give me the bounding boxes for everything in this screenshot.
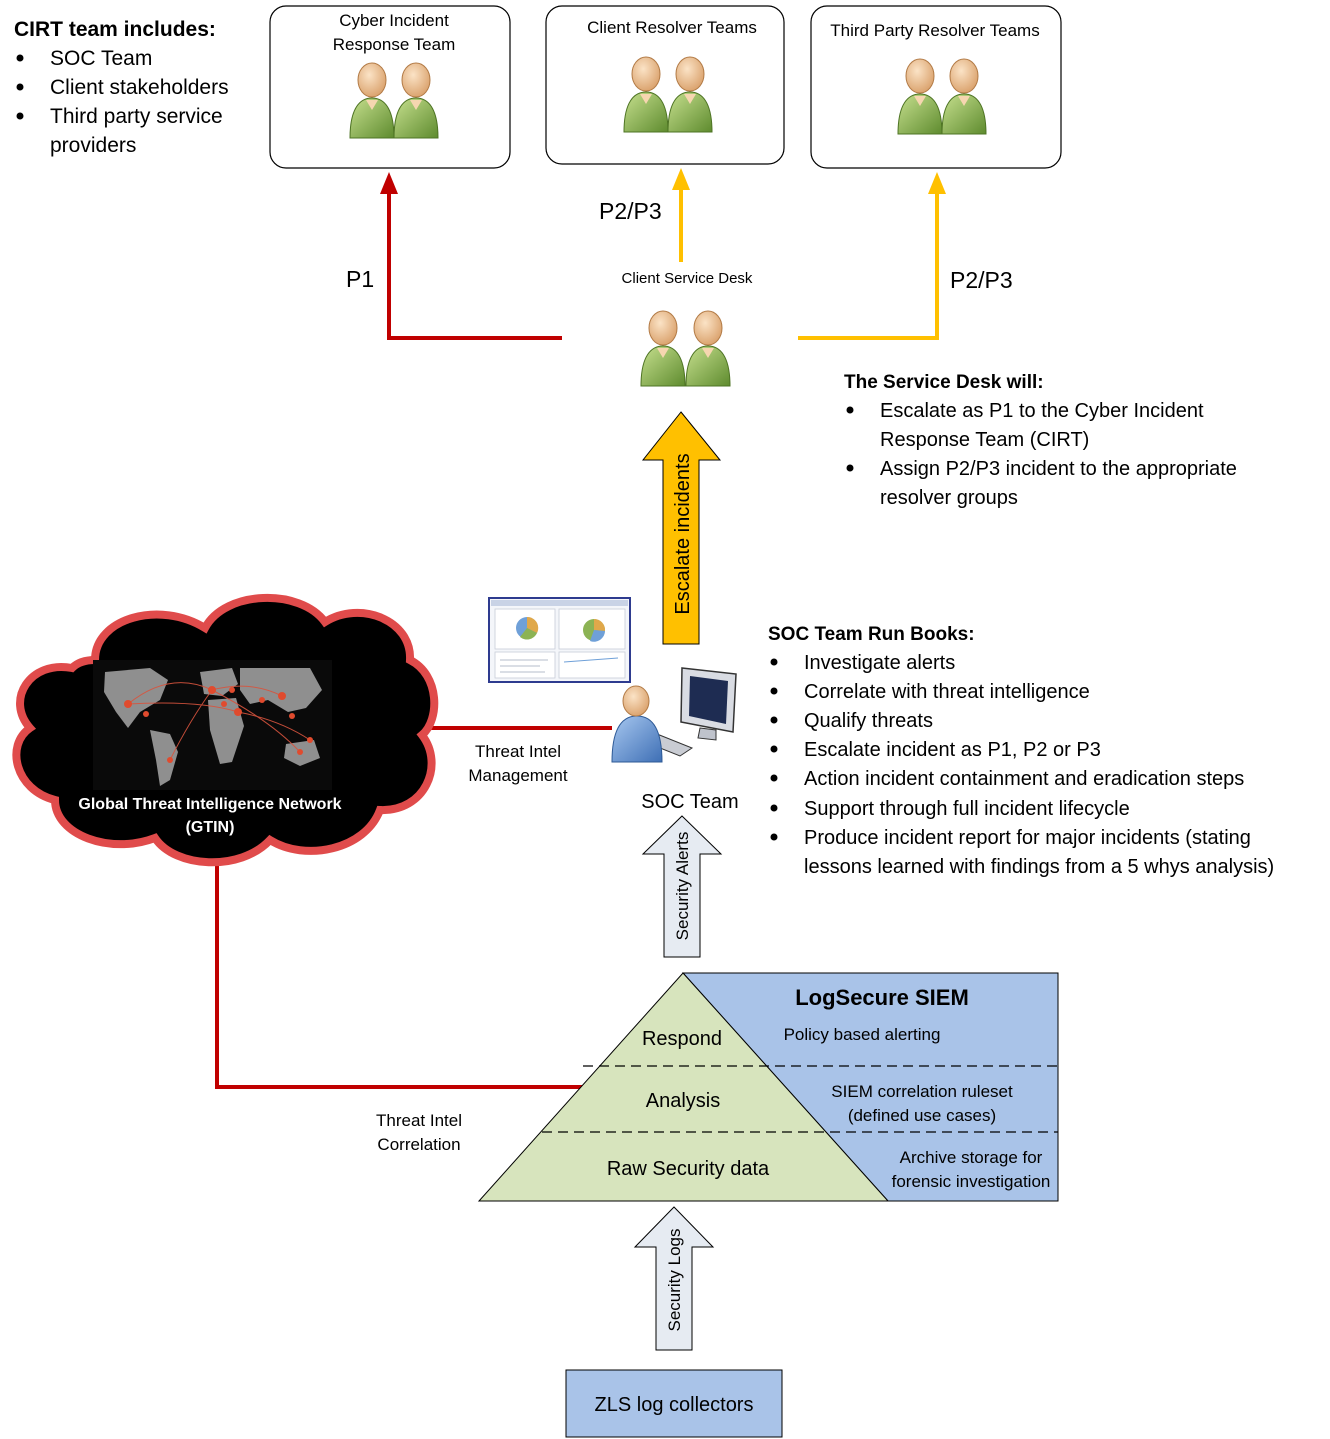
bullet-icon (770, 804, 778, 812)
gtin-title-line1: Global Threat Intelligence Network (78, 796, 341, 813)
zls-log-collectors-box: ZLS log collectors (565, 1369, 783, 1438)
runbook-item: Investigate alerts (804, 652, 955, 674)
bullet-icon (770, 716, 778, 724)
siem-title: LogSecure SIEM (795, 985, 969, 1010)
soc-dashboard-thumbnail (488, 597, 631, 683)
escalate-incidents-label: Escalate incidents (672, 453, 694, 614)
analysis-description-line1: SIEM correlation ruleset (831, 1082, 1013, 1101)
threat-links (127, 682, 311, 761)
p2p3-client-line: P2/P3 (599, 168, 690, 262)
bullet-icon (16, 83, 24, 91)
raw-description-line2: forensic investigation (892, 1172, 1051, 1191)
service-desk-line: Escalate as P1 to the Cyber Incident (880, 400, 1204, 422)
p2p3-third-party-line: P2/P3 (798, 172, 1013, 340)
escalate-incidents-arrow: Escalate incidents (641, 411, 722, 645)
bullet-icon (770, 687, 778, 695)
threat-intel-correlation-line: Threat Intel Correlation (215, 855, 583, 1154)
threat-intel-management-label1: Threat Intel (475, 742, 561, 761)
layer-respond: Respond (642, 1028, 722, 1050)
service-desk-line: Assign P2/P3 incident to the appropriate (880, 458, 1237, 480)
gtin-title-line2: (GTIN) (186, 819, 235, 836)
service-desk-line: Response Team (CIRT) (880, 429, 1089, 451)
p2p3-right-label: P2/P3 (950, 267, 1013, 293)
service-desk-line: resolver groups (880, 487, 1018, 509)
p1-escalation-line: P1 (346, 172, 562, 340)
runbook-item: Support through full incident lifecycle (804, 798, 1130, 820)
runbook-item: lessons learned with findings from a 5 w… (804, 856, 1274, 878)
security-logs-label: Security Logs (665, 1229, 684, 1332)
runbook-item: Action incident containment and eradicat… (804, 768, 1244, 790)
cirt-item-soc-team: SOC Team (50, 47, 152, 70)
raw-description-line1: Archive storage for (900, 1148, 1043, 1167)
bullet-icon (846, 464, 854, 472)
soc-runbooks-heading: SOC Team Run Books: (768, 624, 975, 645)
runbook-item: Escalate incident as P1, P2 or P3 (804, 739, 1101, 761)
layer-analysis: Analysis (646, 1090, 720, 1112)
cirt-box: Cyber Incident Response Team (269, 5, 511, 169)
threat-intel-correlation-label2: Correlation (377, 1135, 460, 1154)
runbook-item: Qualify threats (804, 710, 933, 732)
client-service-desk: Client Service Desk (622, 270, 753, 387)
third-party-resolver-box: Third Party Resolver Teams (810, 5, 1062, 169)
respond-description: Policy based alerting (784, 1025, 941, 1044)
bullet-icon (770, 833, 778, 841)
threat-intel-management-line: Threat Intel Management (430, 726, 612, 785)
soc-operator-icon: SOC Team (611, 667, 739, 813)
bullet-icon (770, 774, 778, 782)
person-icon (685, 310, 731, 387)
service-desk-notes: The Service Desk will: Escalate as P1 to… (844, 372, 1237, 509)
bullet-icon (16, 54, 24, 62)
cirt-members-panel: CIRT team includes: SOC Team Client stak… (14, 18, 229, 157)
threat-intel-correlation-label1: Threat Intel (376, 1111, 462, 1130)
security-alerts-label: Security Alerts (673, 832, 692, 941)
cirt-item-client-stakeholders: Client stakeholders (50, 76, 229, 99)
service-desk-heading: The Service Desk will: (844, 372, 1044, 393)
bullet-icon (770, 745, 778, 753)
arrowhead-icon (928, 172, 946, 194)
zls-log-collectors-label: ZLS log collectors (595, 1394, 754, 1416)
cirt-heading: CIRT team includes: (14, 18, 216, 41)
layer-raw-security-data: Raw Security data (607, 1158, 770, 1180)
person-icon (640, 310, 686, 387)
arrowhead-icon (380, 172, 398, 194)
client-resolver-box: Client Resolver Teams (545, 5, 785, 165)
bullet-icon (846, 406, 854, 414)
soc-runbooks: SOC Team Run Books: Investigate alerts C… (768, 624, 1274, 878)
service-desk-label: Client Service Desk (622, 270, 753, 287)
soc-team-label: SOC Team (641, 791, 738, 813)
client-resolver-title: Client Resolver Teams (587, 18, 757, 37)
analysis-description-line2: (defined use cases) (848, 1106, 996, 1125)
gtin-cloud: Global Threat Intelligence Network (GTIN… (12, 593, 439, 867)
siem-block: LogSecure SIEM Respond Analysis Raw Secu… (477, 972, 1059, 1202)
bullet-icon (770, 658, 778, 666)
p1-label: P1 (346, 266, 374, 292)
cirt-item-third-party: Third party service (50, 105, 223, 128)
third-party-resolver-title: Third Party Resolver Teams (830, 21, 1039, 40)
runbook-item: Correlate with threat intelligence (804, 681, 1090, 703)
runbook-item: Produce incident report for major incide… (804, 827, 1251, 849)
p2p3-left-label: P2/P3 (599, 198, 662, 224)
cirt-item-third-party-cont: providers (50, 134, 136, 157)
threat-hotspots (124, 686, 313, 763)
arrowhead-icon (672, 168, 690, 190)
security-logs-arrow: Security Logs (633, 1206, 715, 1351)
bullet-icon (16, 112, 24, 120)
threat-intel-management-label2: Management (468, 766, 568, 785)
cirt-box-title-line2: Response Team (333, 35, 456, 54)
cirt-box-title-line1: Cyber Incident (339, 11, 449, 30)
security-alerts-arrow: Security Alerts (641, 815, 723, 958)
